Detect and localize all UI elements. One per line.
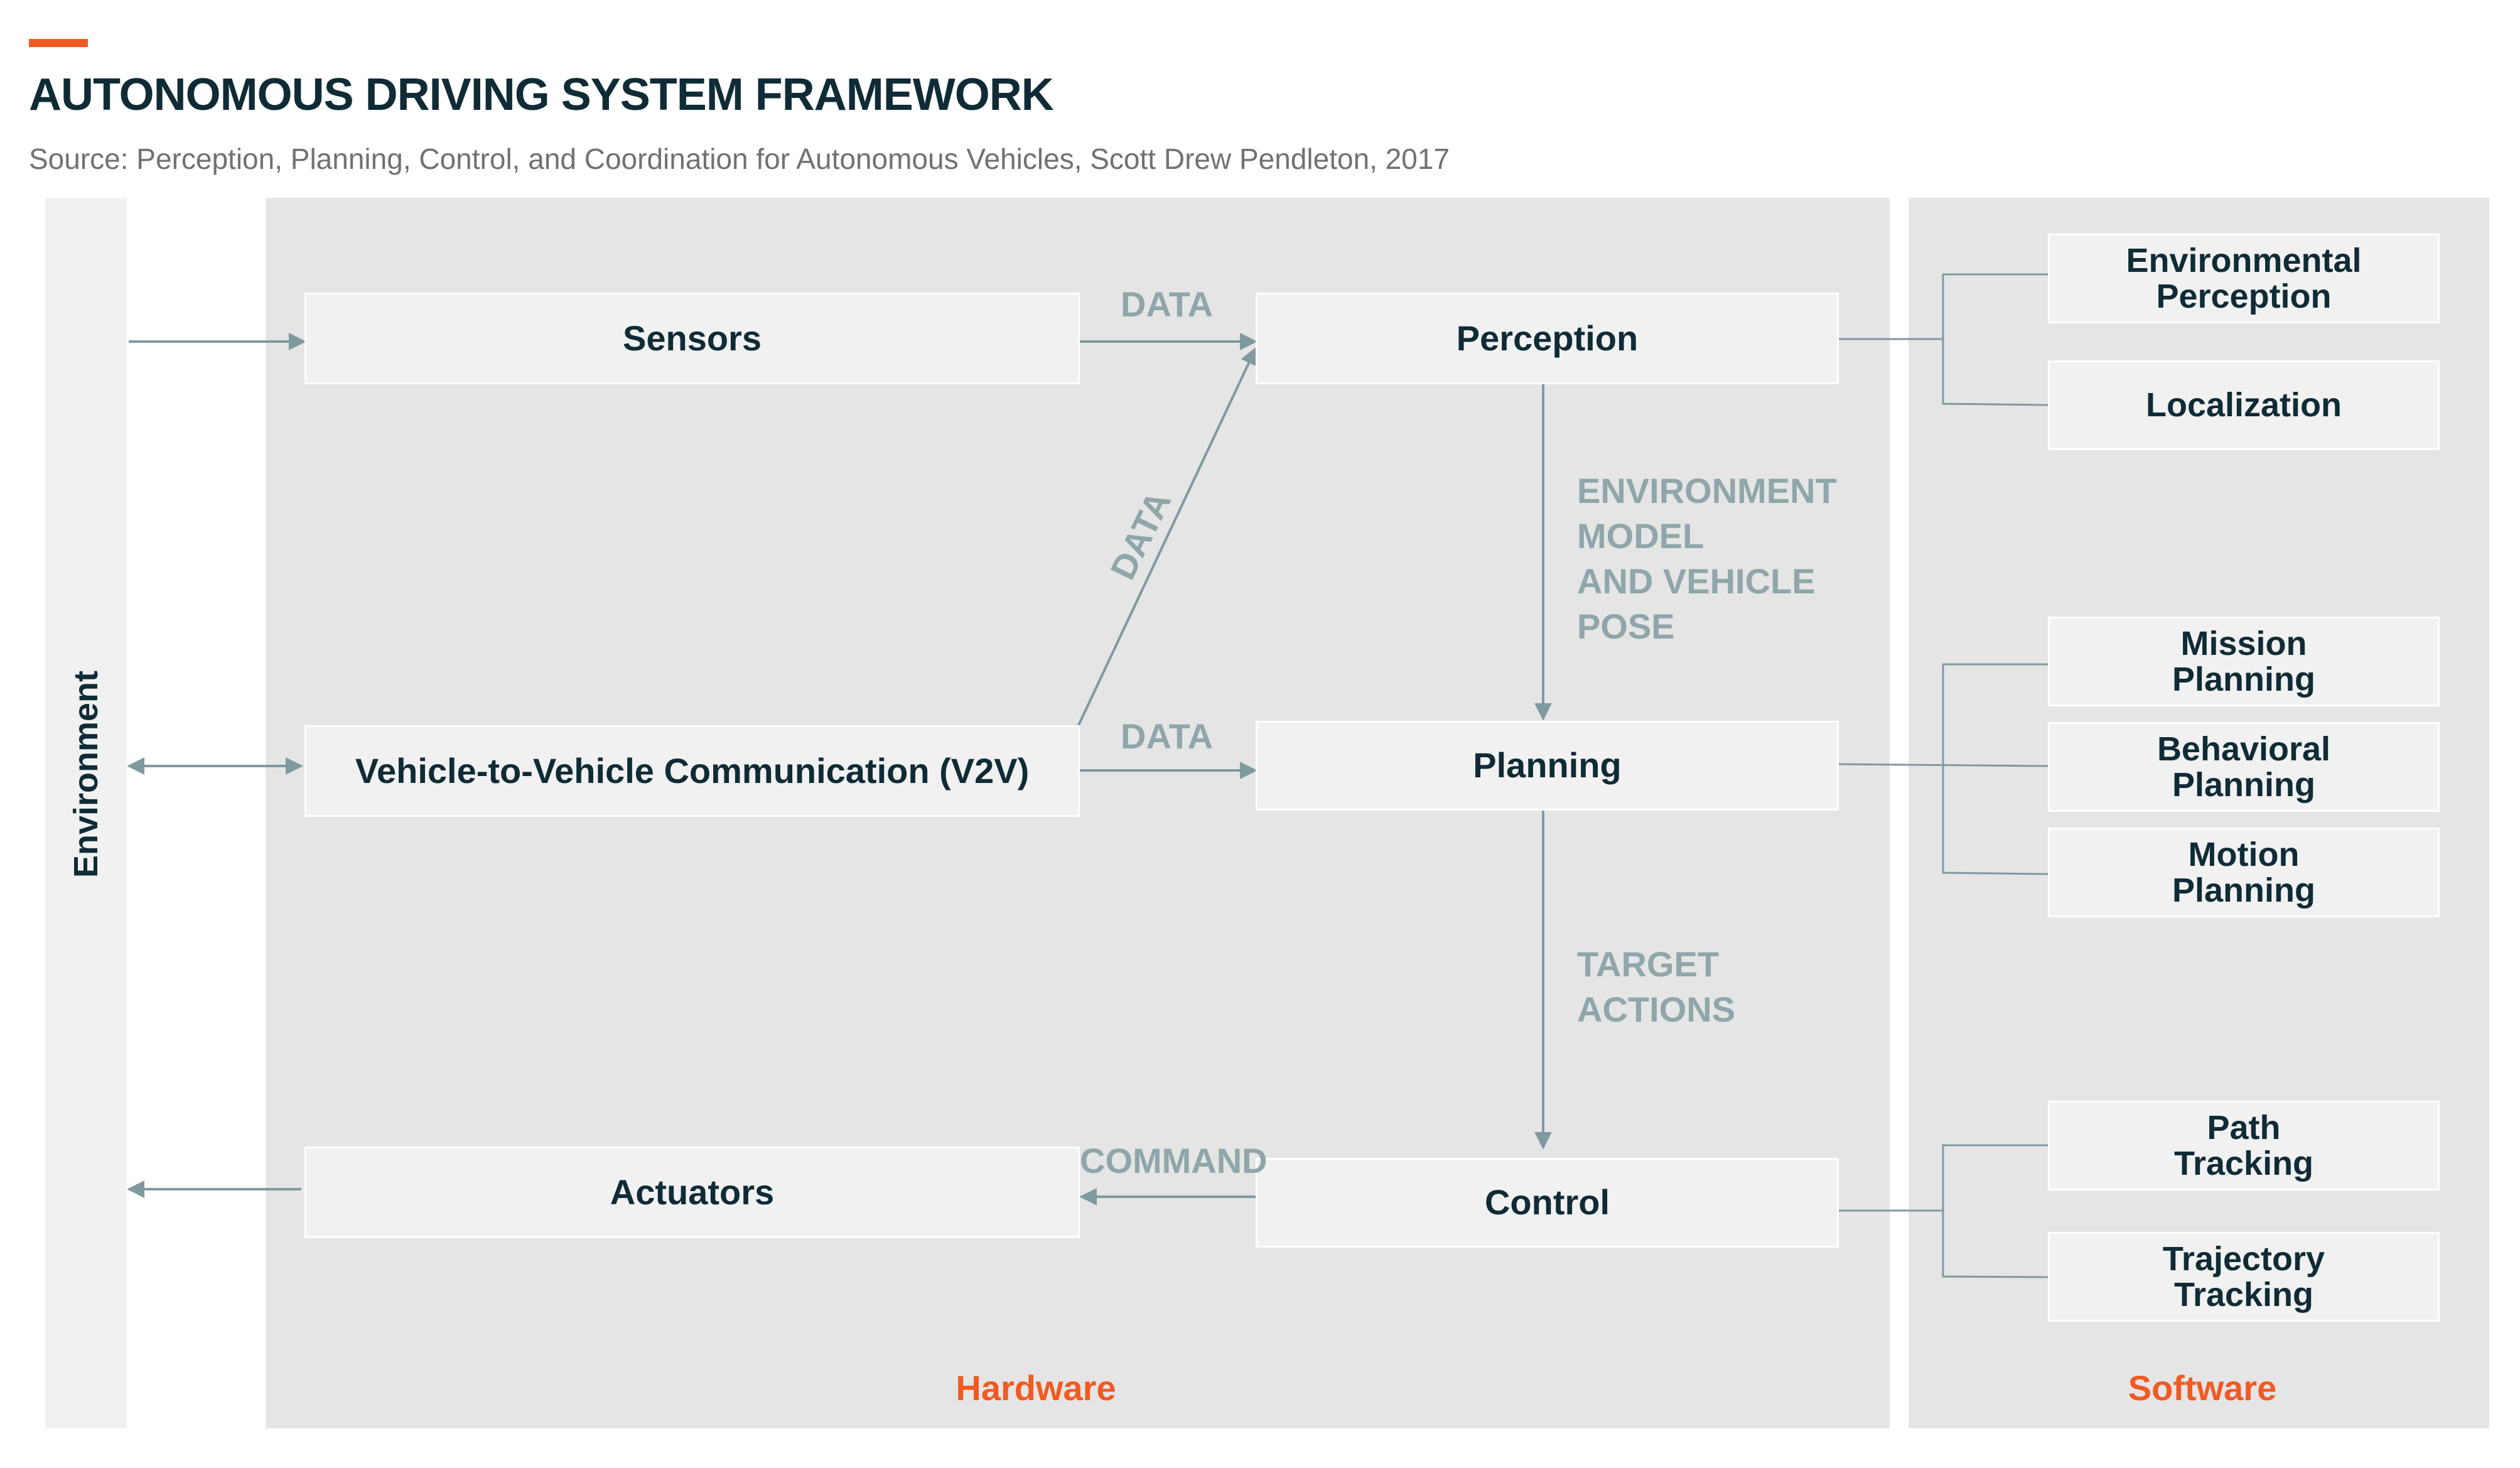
- environment-model-line3: AND VEHICLE: [1577, 561, 1816, 601]
- software-label: Software: [2128, 1368, 2277, 1408]
- environment-panel: [45, 198, 127, 1428]
- behavioral-planning-line1: Behavioral: [2157, 730, 2331, 768]
- sensors-label: Sensors: [623, 318, 762, 358]
- control-label: Control: [1484, 1182, 1610, 1222]
- environmental-perception-line1: Environmental: [2126, 241, 2362, 279]
- planning-label: Planning: [1473, 745, 1622, 785]
- data-label-sensors: DATA: [1121, 284, 1214, 324]
- planning-box: Planning: [1256, 721, 1839, 811]
- v2v-label: Vehicle-to-Vehicle Communication (V2V): [355, 750, 1030, 791]
- control-branch-outer: [1942, 1144, 2049, 1278]
- environment-model-line2: MODEL: [1577, 516, 1704, 556]
- trajectory-tracking-line2: Tracking: [2173, 1275, 2314, 1314]
- perception-branch-top: [1942, 273, 2049, 406]
- hardware-label: Hardware: [956, 1368, 1116, 1408]
- sensors-box: Sensors: [304, 293, 1080, 384]
- perception-label: Perception: [1456, 318, 1639, 358]
- path-tracking-line1: Path: [2207, 1108, 2281, 1147]
- perception-box: Perception: [1256, 293, 1839, 384]
- environment-model-label: ENVIRONMENT MODEL AND VEHICLE POSE: [1577, 468, 1837, 649]
- environmental-perception-line2: Perception: [2156, 277, 2332, 315]
- mission-planning-line2: Planning: [2172, 660, 2315, 698]
- trajectory-tracking-line1: Trajectory: [2162, 1239, 2325, 1278]
- target-actions-line1: TARGET: [1577, 944, 1720, 984]
- data-label-v2v: DATA: [1121, 716, 1214, 756]
- planning-branch-outer: [1942, 663, 2049, 875]
- environment-model-line4: POSE: [1577, 607, 1675, 646]
- motion-planning-line1: Motion: [2188, 835, 2300, 873]
- target-actions-label: TARGET ACTIONS: [1577, 942, 1735, 1032]
- mission-planning-line1: Mission: [2180, 624, 2307, 662]
- localization-box: Localization: [2048, 360, 2440, 450]
- source-caption: Source: Perception, Planning, Control, a…: [29, 143, 1450, 175]
- actuators-box: Actuators: [304, 1147, 1080, 1238]
- control-box: Control: [1256, 1158, 1839, 1248]
- motion-planning-line2: Planning: [2172, 871, 2315, 909]
- command-label: COMMAND: [1080, 1141, 1268, 1180]
- path-tracking-line2: Tracking: [2173, 1144, 2314, 1182]
- page-title: AUTONOMOUS DRIVING SYSTEM FRAMEWORK: [29, 70, 1054, 120]
- behavioral-planning-line2: Planning: [2172, 765, 2315, 804]
- actuators-label: Actuators: [610, 1172, 775, 1212]
- environment-model-line1: ENVIRONMENT: [1577, 471, 1837, 510]
- accent-bar: [29, 39, 88, 47]
- v2v-box: Vehicle-to-Vehicle Communication (V2V): [304, 725, 1080, 817]
- localization-label: Localization: [2145, 386, 2342, 424]
- v2v-to-perception-arrow: [1077, 347, 1257, 726]
- target-actions-line2: ACTIONS: [1577, 990, 1735, 1029]
